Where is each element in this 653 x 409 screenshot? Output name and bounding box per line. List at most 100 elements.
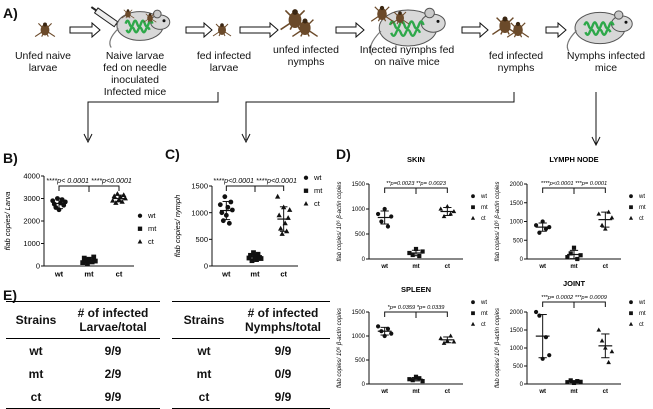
data-point — [258, 256, 264, 261]
strain-cell: mt — [28, 366, 44, 381]
p-value-annotation: *p= 0.0359 *p= 0.0339 — [388, 305, 446, 311]
series-wt — [375, 206, 394, 229]
y-axis-label: flab copies/ Larva — [3, 192, 12, 251]
data-point — [448, 211, 453, 216]
arrowhead — [83, 133, 93, 144]
data-point — [420, 379, 425, 384]
legend-marker — [137, 226, 143, 231]
legend-marker — [628, 321, 634, 326]
panel-b-letter: B) — [3, 150, 18, 166]
data-point — [596, 211, 602, 216]
data-point — [533, 223, 539, 228]
legend-label: wt — [147, 211, 156, 220]
data-point — [375, 211, 381, 217]
data-point — [246, 255, 252, 261]
p-value-annotation: ****p<0.0001 ****p<0.0001 — [213, 177, 297, 185]
series-mt — [407, 246, 425, 259]
flow-arrow — [239, 21, 279, 39]
y-tick-label: 2000 — [510, 310, 524, 316]
legend-label: mt — [481, 311, 488, 317]
chart-title: SPLEEN — [401, 285, 431, 294]
strain-cell: ct — [6, 385, 66, 409]
y-tick-label: 0 — [362, 382, 366, 388]
data-point — [533, 309, 539, 315]
tick-nymph-icon — [292, 18, 318, 37]
y-tick-label: 1500 — [352, 310, 366, 316]
data-point — [413, 246, 419, 252]
y-tick-label: 0 — [204, 262, 208, 271]
legend-label: ct — [148, 237, 155, 246]
series-mt — [246, 250, 264, 264]
legend-marker — [303, 175, 309, 180]
tick-nymph-icon — [390, 11, 410, 25]
y-tick-label: 1000 — [352, 334, 366, 340]
chart-title: SKIN — [407, 155, 425, 164]
data-point — [382, 206, 387, 212]
x-tick-label: mt — [570, 389, 577, 395]
legend-label: ct — [639, 216, 644, 222]
data-point — [565, 255, 570, 260]
x-tick-label: wt — [538, 389, 546, 395]
data-point — [110, 197, 116, 203]
tick-nymph-icon — [492, 16, 518, 35]
y-tick-label: 1000 — [23, 239, 40, 248]
data-point — [606, 359, 611, 365]
y-tick-label: 1500 — [352, 182, 366, 188]
data-point — [389, 331, 394, 336]
legend-label: wt — [480, 300, 487, 306]
legend-label: wt — [480, 194, 487, 200]
y-axis-label: flab copies/ 10⁶ β-actin copies — [336, 308, 343, 388]
legend-label: ct — [639, 322, 644, 328]
y-tick-label: 0 — [520, 257, 524, 263]
y-tick-label: 0 — [520, 382, 524, 388]
tick-larva-icon — [34, 22, 56, 38]
x-tick-label: wt — [380, 264, 388, 270]
legend-marker — [470, 321, 476, 326]
data-point — [410, 378, 415, 383]
y-tick-label: 2000 — [510, 182, 524, 188]
data-point — [441, 213, 447, 219]
series-mt — [565, 245, 583, 262]
x-tick-label: ct — [445, 264, 450, 270]
count-cell: 2/9 — [104, 366, 122, 381]
data-point — [379, 219, 384, 224]
x-tick-label: mt — [412, 389, 419, 395]
y-tick-label: 0 — [362, 257, 366, 263]
x-tick-label: mt — [250, 270, 260, 279]
data-point — [111, 193, 117, 199]
count-cell: 9/9 — [236, 385, 330, 409]
x-tick-label: ct — [116, 270, 123, 279]
y-axis-label: flab copies/ 10⁶ β-actin copies — [336, 182, 343, 262]
strain-cell: ct — [172, 385, 236, 409]
legend-label: mt — [314, 186, 323, 195]
x-tick-label: wt — [54, 270, 64, 279]
tick-larva-icon — [212, 23, 232, 37]
legend-label: ct — [314, 199, 321, 208]
data-point — [121, 192, 127, 198]
data-point — [375, 324, 381, 329]
p-value-annotation: ****p<0.0001 ***p= 0.0001 — [541, 181, 607, 187]
legend-marker — [629, 194, 633, 199]
data-point — [85, 261, 90, 267]
table-row: ct 9/9 — [6, 385, 160, 409]
panel-a-letter: A) — [3, 5, 18, 21]
data-point — [568, 251, 573, 256]
flow-arrow — [461, 21, 489, 39]
data-point — [417, 376, 422, 381]
series-mt — [407, 374, 425, 384]
y-axis-label: flab copies/ 10⁶ β-actin copies — [494, 308, 501, 388]
strain-cell: wt — [197, 343, 211, 358]
legend-label: mt — [639, 311, 646, 317]
data-point — [438, 206, 444, 211]
table-header: Strains — [6, 301, 66, 339]
legend-marker — [137, 213, 143, 218]
series-wt — [217, 194, 235, 226]
x-tick-label: mt — [84, 270, 94, 279]
